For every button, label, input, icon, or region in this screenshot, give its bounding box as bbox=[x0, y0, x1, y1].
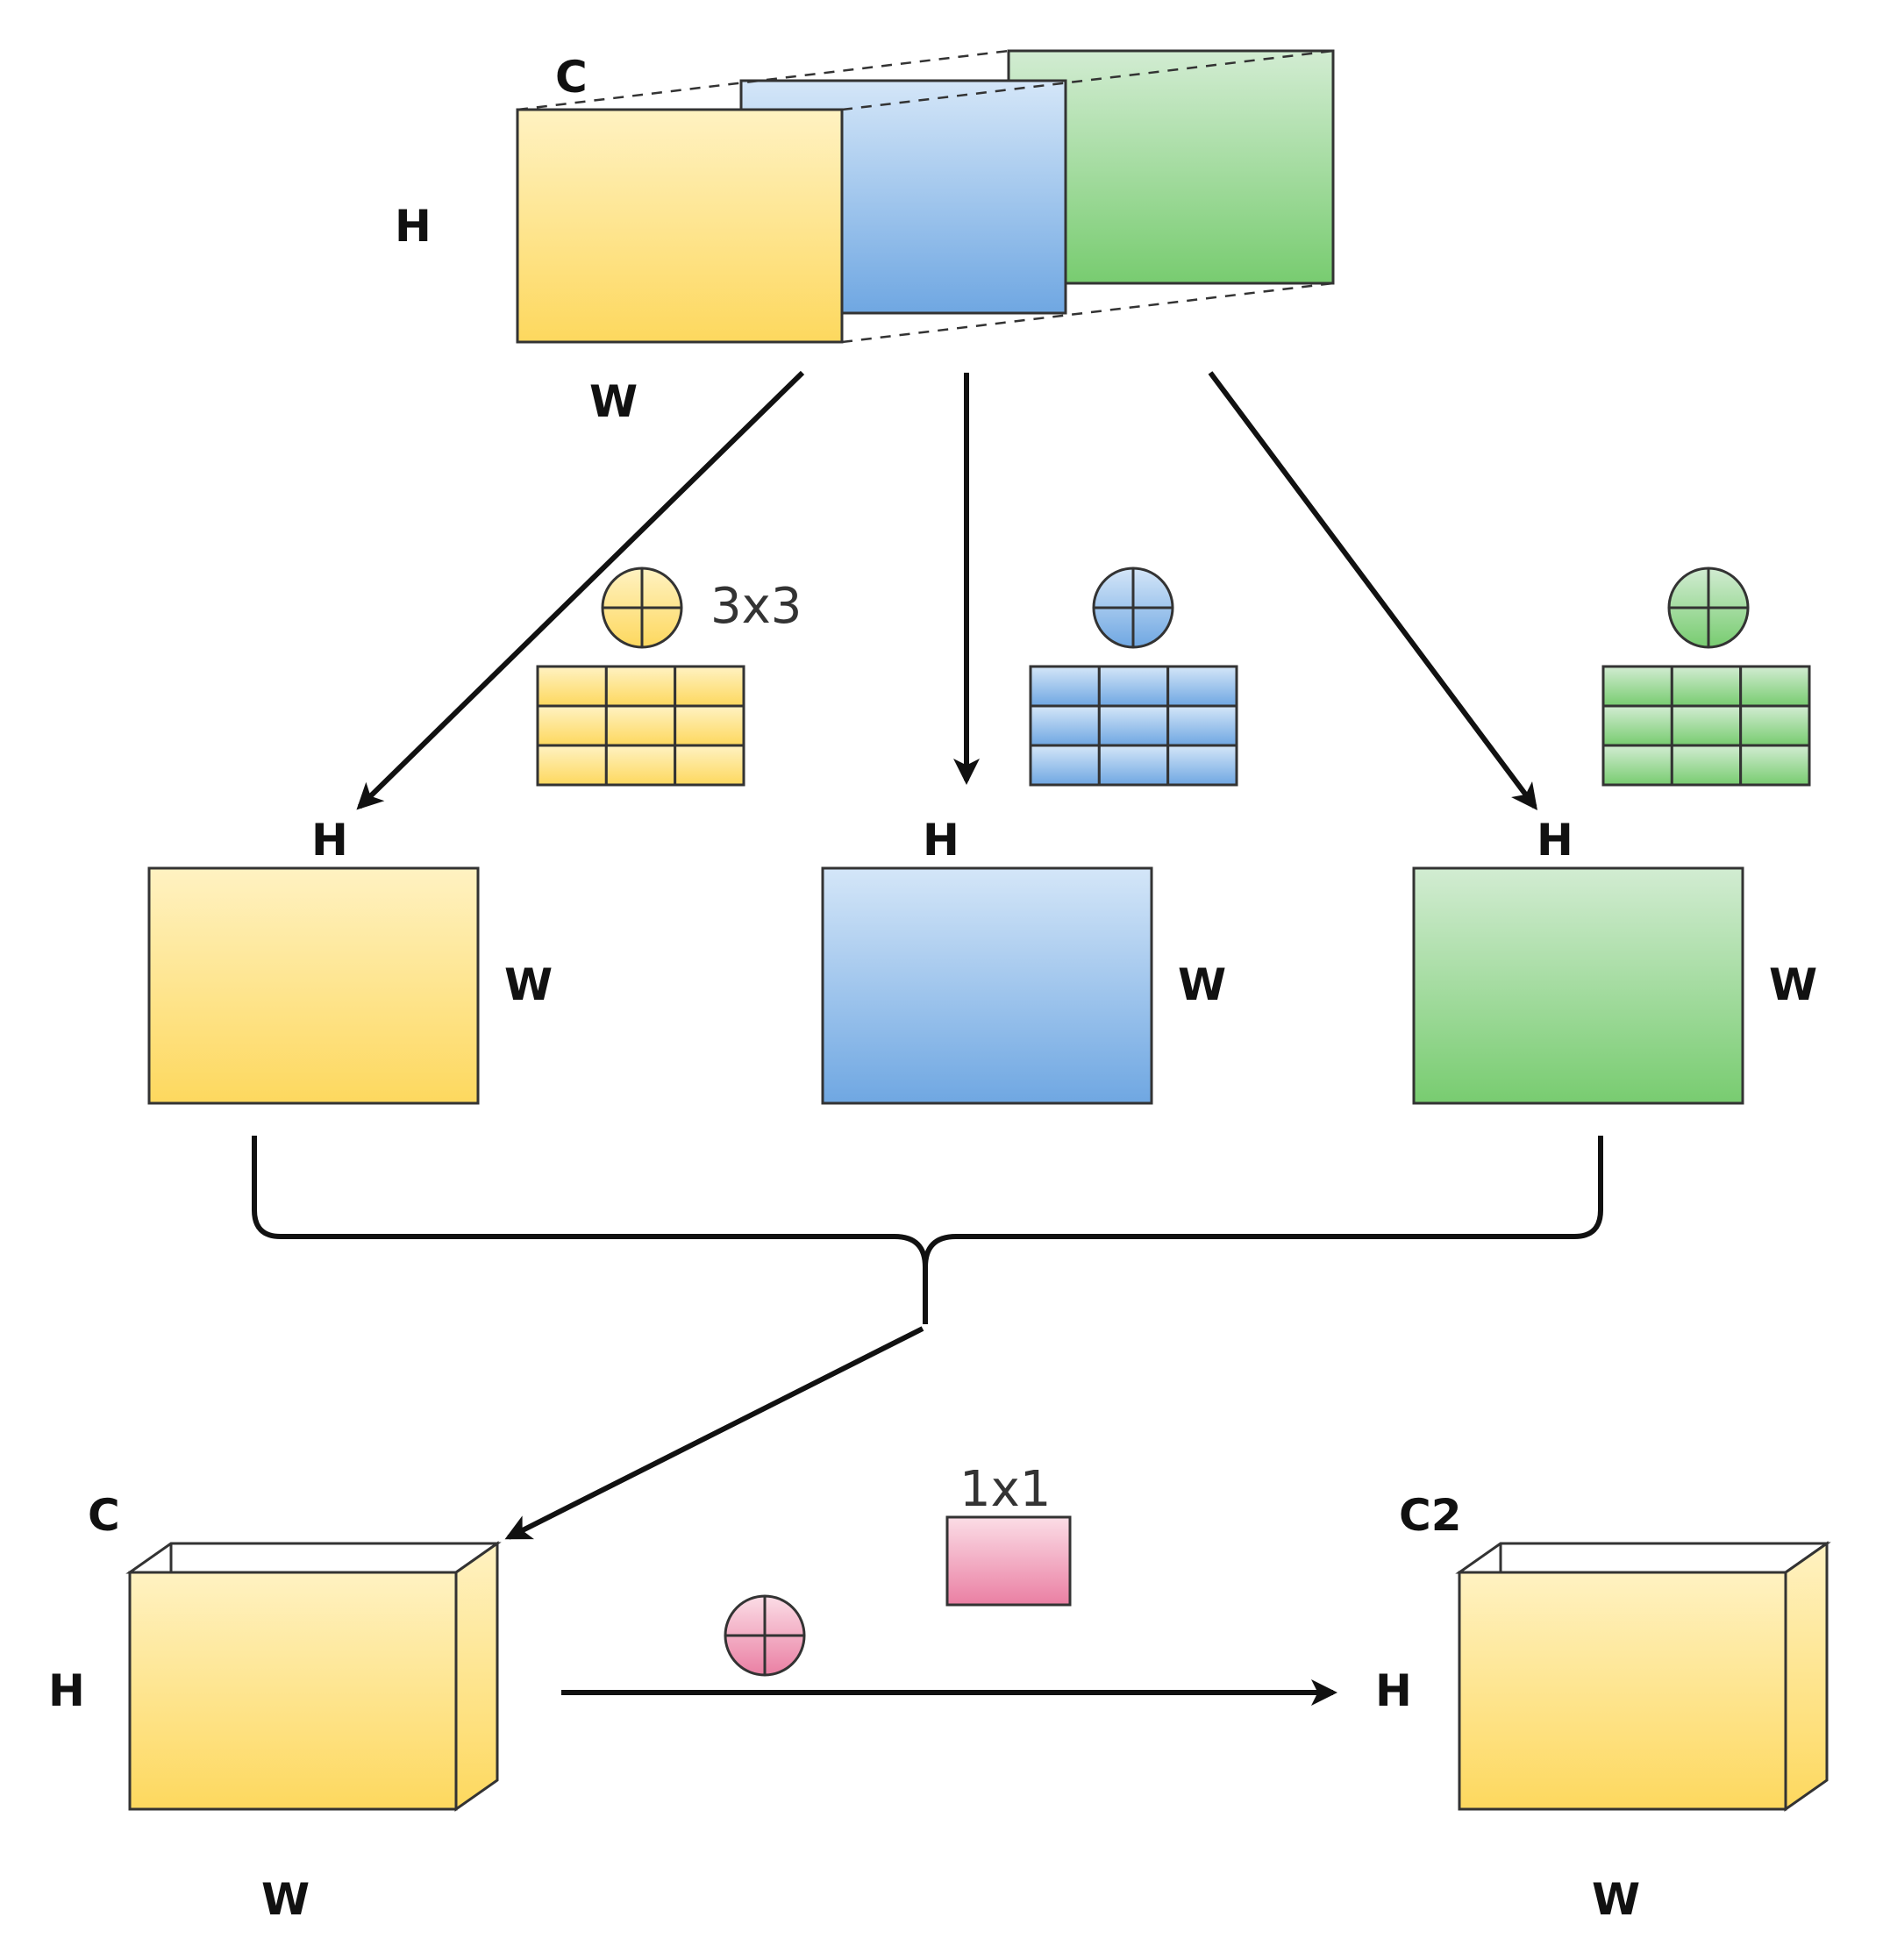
kernel-3x3-blue bbox=[1029, 665, 1238, 787]
kernel-cell bbox=[536, 665, 608, 708]
kernel-3x3-label: 3x3 bbox=[710, 578, 802, 635]
arrow-to-branch-green bbox=[1208, 371, 1537, 811]
final-width-label: W bbox=[1592, 1874, 1640, 1925]
kernel-3x3-green bbox=[1601, 665, 1811, 787]
concat-channel-label: C bbox=[88, 1490, 120, 1541]
kernel-cell bbox=[536, 744, 608, 787]
branch-map-yellow bbox=[147, 866, 480, 1105]
kernel-cell bbox=[604, 704, 677, 747]
branch-yellow-height-label: H bbox=[311, 815, 348, 866]
kernel-cell bbox=[1670, 704, 1743, 747]
concat-width-label: W bbox=[261, 1874, 310, 1925]
kernel-cell bbox=[1029, 704, 1101, 747]
circle-plus-icon bbox=[1667, 567, 1750, 649]
kernel-cell bbox=[1601, 704, 1673, 747]
branch-blue-width-label: W bbox=[1178, 959, 1226, 1010]
kernel-cell bbox=[674, 665, 745, 708]
arrow-to-concat-output bbox=[504, 1326, 924, 1540]
kernel-cell bbox=[1029, 744, 1101, 787]
kernel-cell bbox=[1166, 704, 1238, 747]
branch-map-blue bbox=[821, 866, 1153, 1105]
input-height-label: H bbox=[395, 201, 432, 252]
kernel-cell bbox=[1166, 744, 1238, 787]
branch-yellow-width-label: W bbox=[504, 959, 553, 1010]
input-width-label: W bbox=[589, 376, 638, 427]
input-tensor bbox=[516, 49, 1335, 344]
kernel-cell bbox=[674, 704, 745, 747]
kernel-1x1-label: 1x1 bbox=[959, 1461, 1051, 1518]
kernel-cell bbox=[1739, 665, 1811, 708]
concat-height-label: H bbox=[48, 1665, 85, 1716]
kernel-cell bbox=[1029, 665, 1101, 708]
input-channel-label: C bbox=[555, 52, 588, 103]
kernel-cell bbox=[1739, 744, 1811, 787]
circle-plus-icon bbox=[724, 1594, 806, 1677]
kernel-cell bbox=[604, 744, 677, 787]
kernel-cell bbox=[674, 744, 745, 787]
kernel-cell bbox=[1166, 665, 1238, 708]
branch-green-height-label: H bbox=[1537, 815, 1573, 866]
merge-bracket bbox=[252, 1136, 1603, 1324]
kernel-cell bbox=[1739, 704, 1811, 747]
kernel-cell bbox=[1670, 665, 1743, 708]
branch-green-width-label: W bbox=[1769, 959, 1817, 1010]
kernel-1x1 bbox=[945, 1515, 1072, 1607]
kernel-cell bbox=[1097, 704, 1170, 747]
kernel-cell bbox=[536, 704, 608, 747]
kernel-cell bbox=[1601, 665, 1673, 708]
input-channel-yellow bbox=[516, 108, 844, 344]
kernel-cell bbox=[1601, 744, 1673, 787]
circle-plus-icon bbox=[1092, 567, 1174, 649]
kernel-cell bbox=[1097, 744, 1170, 787]
kernel-3x3-yellow bbox=[536, 665, 745, 787]
final-channel-label: C2 bbox=[1399, 1490, 1461, 1541]
circle-plus-icon bbox=[601, 567, 683, 649]
final-height-label: H bbox=[1375, 1665, 1412, 1716]
arrow-to-branch-yellow bbox=[356, 370, 805, 810]
branch-blue-height-label: H bbox=[923, 815, 959, 866]
kernel-cell bbox=[604, 665, 677, 708]
concat-output-cube bbox=[125, 1541, 502, 1812]
kernel-cell bbox=[1670, 744, 1743, 787]
kernel-cell bbox=[1097, 665, 1170, 708]
final-output-cube bbox=[1455, 1541, 1831, 1812]
branch-map-green bbox=[1412, 866, 1744, 1105]
